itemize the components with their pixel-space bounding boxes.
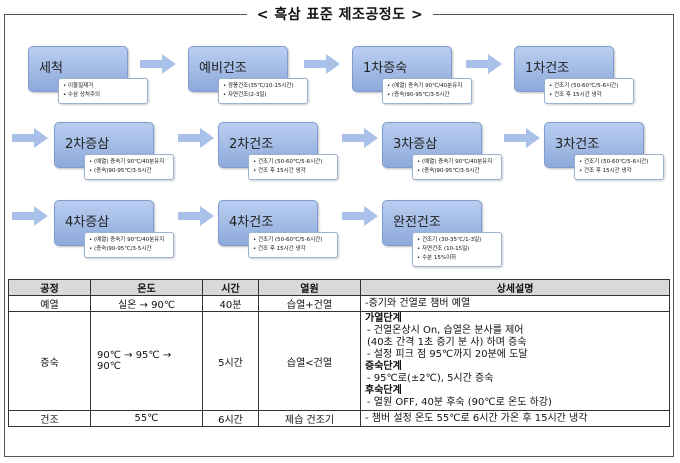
step-details: 광풍건조(35℃/10-15시간)자연건조(2-3일)	[218, 78, 308, 104]
step-detail-line: 자연건조 (10-15일)	[417, 245, 497, 254]
title-wrap: < 흑삼 표준 제조공정도 >	[0, 3, 680, 27]
step-detail-line: (증숙)90-95℃/3-5시간	[89, 245, 169, 254]
col-header-temp: 온도	[90, 279, 203, 296]
cell-heat: 습열<건열	[258, 311, 361, 411]
desc-line: - 95℃로(±2℃), 5시간 증숙	[367, 373, 494, 384]
cell-heat: 습열+건열	[258, 295, 361, 312]
flow-arrow-icon	[342, 206, 378, 226]
desc-line: 가열단계	[365, 313, 402, 324]
step-detail-line: 건조 후 15시간 냉각	[549, 91, 629, 100]
step-detail-line: 건조기 (50-60℃/5-6시간)	[253, 158, 333, 167]
cell-process: 건조	[8, 410, 91, 427]
step-details: (예열) 증숙기 90℃/40분유지(증숙)90-95℃/3-5시간	[84, 154, 174, 180]
step-detail-line: (증숙)90-95℃/3-5시간	[417, 167, 497, 176]
step-detail-line: (예열) 증숙기 90℃/40분유지	[89, 158, 169, 167]
table-row: 증숙 90℃ → 95℃ → 90℃ 5시간 습열<건열 가열단계- 건열온상시…	[8, 311, 670, 411]
step-detail-line: 건조 후 15시간 냉각	[253, 245, 333, 254]
flow-arrow-icon	[12, 128, 48, 148]
cell-temp: 55℃	[90, 410, 203, 427]
step-details: 건조기 (50-60℃/5-6시간)건조 후 15시간 냉각	[544, 78, 634, 104]
table-row: 예열 실온 → 90℃ 40분 습열+건열 -증기와 건열로 챔버 예열	[8, 295, 670, 312]
step-details: 건조기 (50-60℃/5-6시간)건조 후 15시간 냉각	[248, 154, 338, 180]
col-header-desc: 상세설명	[360, 279, 670, 296]
step-detail-line: (예열) 증숙기 90℃/40분유지	[417, 158, 497, 167]
step-detail-line: 건조기 (50-60℃/5-6시간)	[549, 82, 629, 91]
step-detail-line: 건조기 (30-35℃/1-3일)	[417, 236, 497, 245]
cell-time: 6시간	[202, 410, 259, 427]
cell-desc: -증기와 건열로 챔버 예열	[360, 295, 670, 312]
step-detail-line: (예열) 증숙기 90℃/40분유지	[387, 82, 467, 91]
step-detail-line: 건조 후 15시간 냉각	[579, 167, 659, 176]
step-detail-line: (증숙)90-95℃/3-5시간	[387, 91, 467, 100]
process-table: 공정 온도 시간 열원 상세설명 예열 실온 → 90℃ 40분 습열+건열 -…	[8, 279, 670, 427]
temp-text: 90℃ → 95℃ → 90℃	[97, 350, 172, 372]
step-details: 이물질제거수삼 상처주의	[58, 78, 148, 104]
col-header-time: 시간	[202, 279, 259, 296]
col-header-process: 공정	[8, 279, 91, 296]
step-details: (예열) 증숙기 90℃/40분유지(증숙)90-95℃/3-5시간	[84, 232, 174, 258]
step-detail-line: (증숙)90-95℃/3-5시간	[89, 167, 169, 176]
cell-desc: - 챔버 설정 온도 55℃로 6시간 가온 후 15시간 냉각	[360, 410, 670, 427]
cell-time: 5시간	[202, 311, 259, 411]
desc-line: (40초 간격 1초 증기 분 사) 하며 증숙	[367, 337, 527, 348]
flow-arrow-icon	[304, 54, 340, 74]
step-detail-line: 건조 후 15시간 냉각	[253, 167, 333, 176]
desc-line: - 건열온상시 On, 습열은 분사를 제어	[367, 325, 524, 336]
table-row: 건조 55℃ 6시간 제습 건조기 - 챔버 설정 온도 55℃로 6시간 가온…	[8, 410, 670, 427]
flow-arrow-icon	[466, 54, 502, 74]
step-details: 건조기 (50-60℃/5-6시간)건조 후 15시간 냉각	[574, 154, 664, 180]
cell-process: 예열	[8, 295, 91, 312]
flow-arrow-icon	[504, 128, 540, 148]
desc-line: 증숙단계	[365, 361, 402, 372]
step-detail-line: 이물질제거	[63, 82, 143, 91]
diagram-title: < 흑삼 표준 제조공정도 >	[246, 3, 434, 27]
desc-line: - 열원 OFF, 40분 후숙 (90℃로 온도 하강)	[367, 397, 552, 408]
step-title: 예비건조	[188, 46, 288, 92]
cell-temp: 실온 → 90℃	[90, 295, 203, 312]
cell-process: 증숙	[8, 311, 91, 411]
flow-arrow-icon	[140, 54, 176, 74]
step-details: 건조기 (30-35℃/1-3일)자연건조 (10-15일)수분 15%이하	[412, 232, 502, 267]
cell-heat: 제습 건조기	[258, 410, 361, 427]
step-details: 건조기 (50-60℃/5-6시간)건조 후 15시간 냉각	[248, 232, 338, 258]
step-detail-line: (예열) 증숙기 90℃/40분유지	[89, 236, 169, 245]
flow-arrow-icon	[178, 128, 214, 148]
step-detail-line: 수삼 상처주의	[63, 91, 143, 100]
step-detail-line: 건조기 (50-60℃/5-6시간)	[253, 236, 333, 245]
desc-line: 후숙단계	[365, 385, 402, 396]
step-details: (예열) 증숙기 90℃/40분유지(증숙)90-95℃/3-5시간	[382, 78, 472, 104]
step-details: (예열) 증숙기 90℃/40분유지(증숙)90-95℃/3-5시간	[412, 154, 502, 180]
step-detail-line: 건조기 (50-60℃/5-6시간)	[579, 158, 659, 167]
step-detail-line: 자연건조(2-3일)	[223, 91, 303, 100]
flow-arrow-icon	[178, 206, 214, 226]
col-header-heat: 열원	[258, 279, 361, 296]
flow-arrow-icon	[342, 128, 378, 148]
step-detail-line: 수분 15%이하	[417, 254, 497, 263]
cell-desc: 가열단계- 건열온상시 On, 습열은 분사를 제어(40초 간격 1초 증기 …	[360, 311, 670, 411]
table-header-row: 공정 온도 시간 열원 상세설명	[8, 279, 670, 296]
step-detail-line: 광풍건조(35℃/10-15시간)	[223, 82, 303, 91]
cell-time: 40분	[202, 295, 259, 312]
cell-temp: 90℃ → 95℃ → 90℃	[90, 311, 203, 411]
flow-arrow-icon	[12, 206, 48, 226]
desc-line: - 설정 피크 점 95℃까지 20분에 도달	[367, 349, 528, 360]
